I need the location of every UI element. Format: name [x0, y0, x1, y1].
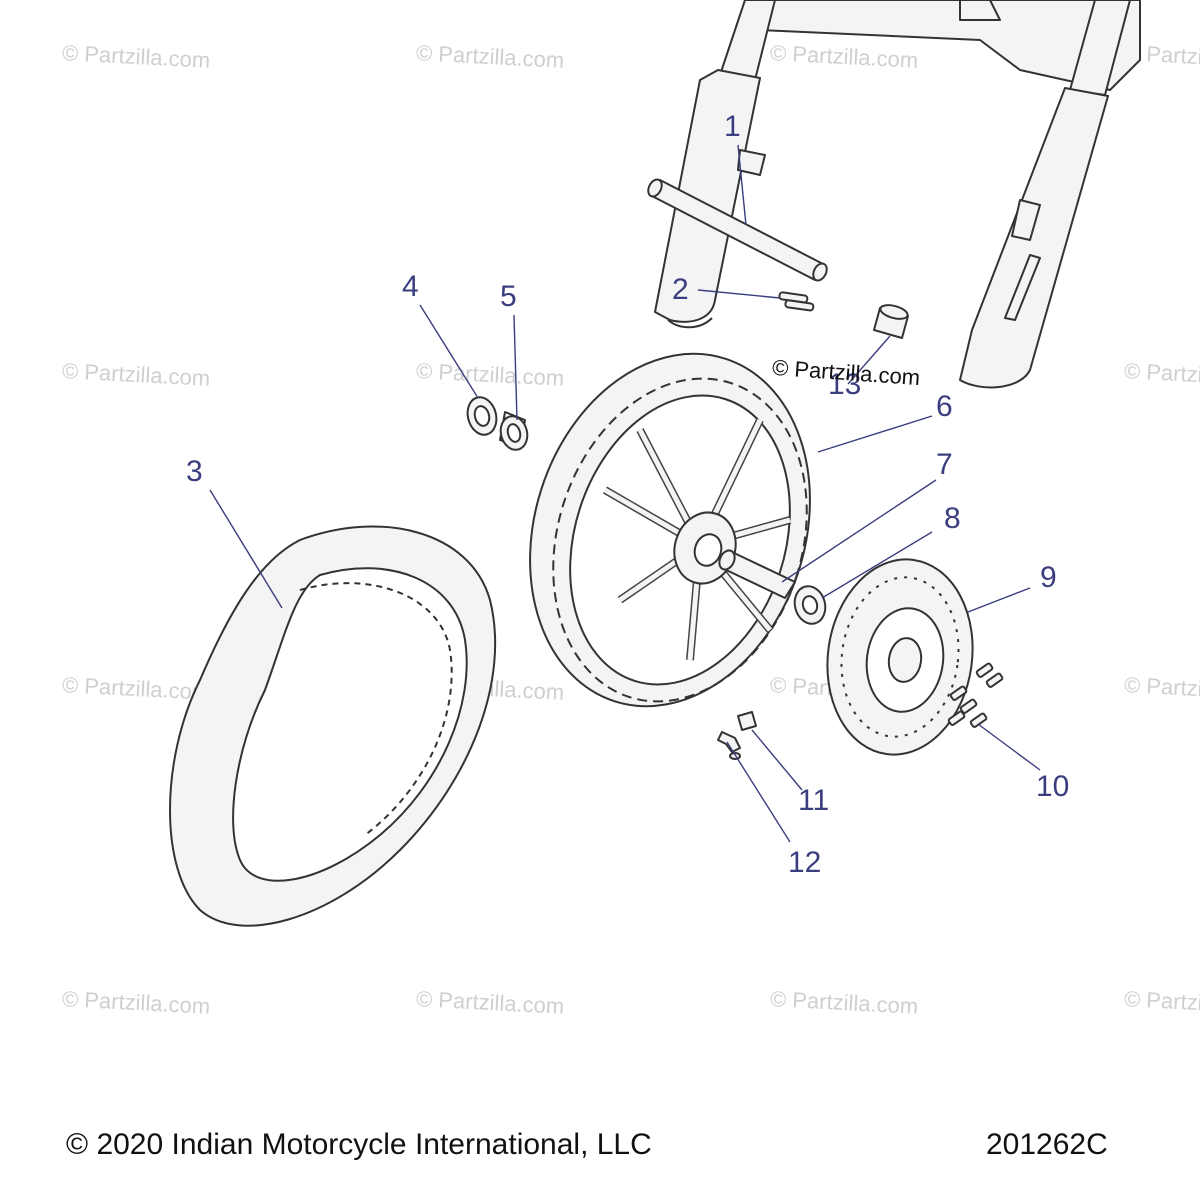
callout-5: 5 [500, 280, 517, 313]
hub-spacer [718, 549, 796, 599]
pinch-bolts [778, 291, 815, 312]
rotor-bolts [947, 662, 1004, 728]
callout-6: 6 [936, 390, 953, 423]
leader-lines [209, 144, 1041, 843]
wheel [529, 352, 811, 708]
tire [169, 525, 497, 927]
callout-8: 8 [944, 502, 961, 535]
bearing-right [793, 585, 827, 625]
callout-3: 3 [186, 455, 203, 488]
bearing-left [499, 411, 529, 451]
front-fork [654, 0, 1141, 389]
callout-2: 2 [672, 273, 689, 306]
diagram-id: 201262C [986, 1128, 1108, 1161]
callout-4: 4 [402, 270, 419, 303]
copyright-text: © 2020 Indian Motorcycle International, … [66, 1128, 652, 1161]
callout-1: 1 [724, 110, 741, 143]
callout-12: 12 [788, 846, 822, 879]
callout-7: 7 [936, 448, 953, 481]
valve-stem-cap [737, 711, 757, 731]
brake-disc [826, 558, 974, 756]
axle-spacer [873, 304, 909, 339]
callout-11: 11 [798, 784, 830, 817]
callout-10: 10 [1036, 770, 1070, 803]
callout-9: 9 [1040, 561, 1057, 594]
callout-13: 13 [828, 368, 862, 401]
axle [647, 178, 828, 282]
seal [466, 396, 498, 436]
